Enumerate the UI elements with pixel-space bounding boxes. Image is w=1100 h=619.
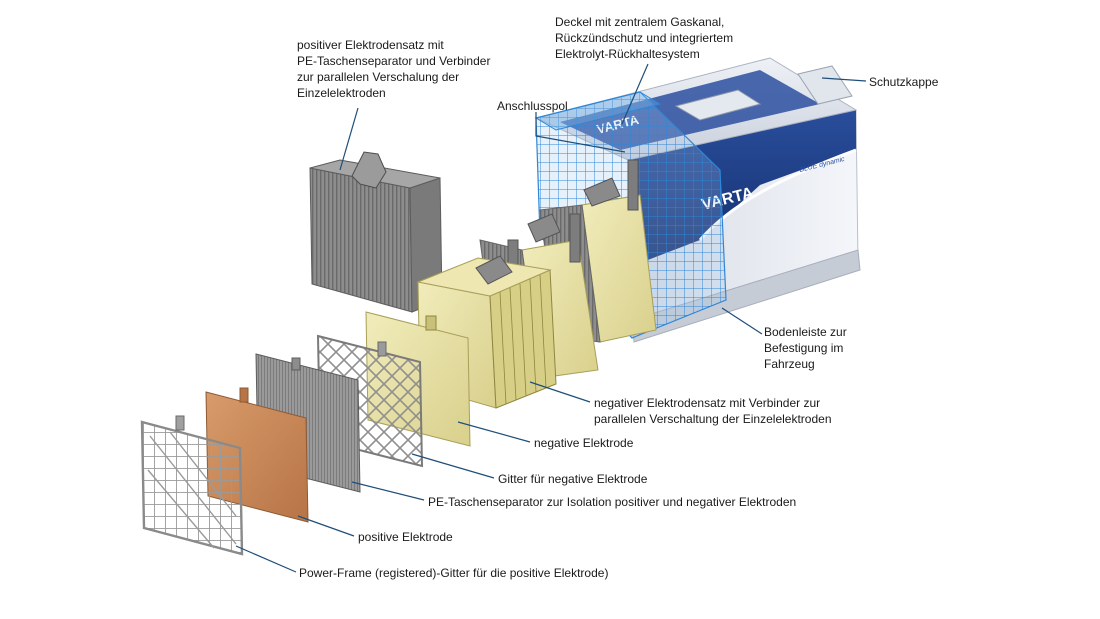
- negative-plate-lug: [425, 315, 437, 331]
- leader-terminal: [535, 112, 626, 153]
- leader-lines: [235, 63, 867, 573]
- leader-protective-cap: [821, 77, 867, 82]
- positive-set-lug: [351, 151, 387, 189]
- pe-separator-lug: [291, 357, 301, 371]
- label-positive-electrode-set: positiver Elektrodensatz mit PE-Taschens…: [297, 38, 491, 100]
- leader-negative-electrode: [457, 421, 531, 443]
- leader-base-strip: [721, 307, 763, 335]
- terminal-post-2: [569, 213, 581, 263]
- power-frame-grid-part: [140, 415, 244, 556]
- label-pe-separator: PE-Taschenseparator zur Isolation positi…: [428, 495, 797, 509]
- protective-cap-part: [797, 65, 853, 105]
- leader-negative-grid: [411, 453, 495, 479]
- leader-positive-electrode: [297, 515, 355, 537]
- lid-handle-recess: [674, 89, 762, 121]
- power-frame-lug: [175, 415, 185, 431]
- leader-lid: [621, 63, 649, 125]
- negative-grid-lug: [377, 341, 387, 357]
- label-lid: Deckel mit zentralem Gaskanal, Rückzünds…: [555, 15, 734, 61]
- terminal-post-1: [627, 159, 639, 211]
- positive-plate-lug: [239, 387, 249, 403]
- leader-power-frame: [235, 545, 297, 573]
- label-negative-electrode-set: negativer Elektrodensatz mit Verbinder z…: [594, 396, 832, 426]
- label-power-frame: Power-Frame (registered)-Gitter für die …: [299, 566, 609, 580]
- label-negative-electrode: negative Elektrode: [534, 436, 634, 450]
- negative-set-edge-lines: [499, 274, 547, 405]
- negative-set-lug: [475, 255, 513, 285]
- xray-lid-section: [534, 91, 662, 131]
- connector-bar-1: [583, 177, 621, 207]
- label-positive-electrode: positive Elektrode: [358, 530, 453, 544]
- leader-pe-separator: [351, 481, 425, 501]
- positive-set-front: [309, 167, 413, 313]
- connector-bar-2: [527, 213, 561, 243]
- leader-positive-electrode-set: [339, 107, 359, 171]
- label-base-strip: Bodenleiste zur Befestigung im Fahrzeug: [764, 325, 847, 371]
- leader-negative-electrode-set: [529, 381, 591, 403]
- label-terminal: Anschlusspol: [497, 99, 568, 113]
- label-protective-cap: Schutzkappe: [869, 75, 939, 89]
- label-negative-grid: Gitter für negative Elektrode: [498, 472, 648, 486]
